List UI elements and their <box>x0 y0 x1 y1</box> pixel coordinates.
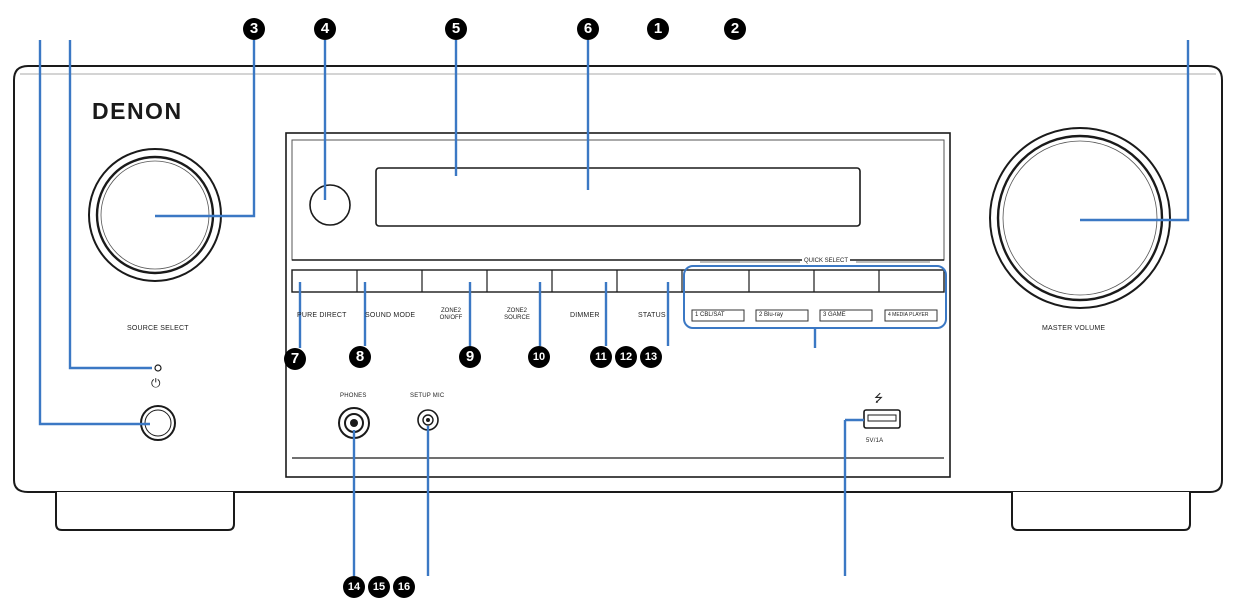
power-icon: ⏻ <box>151 376 161 390</box>
callout-4: 4 <box>314 18 336 40</box>
callout-11: 11 <box>590 346 612 368</box>
quick-select-2: 2 Blu-ray <box>759 312 784 318</box>
label-dimmer: DIMMER <box>570 312 600 319</box>
label-usb-rating: 5V/1A <box>866 438 884 444</box>
label-zone2-source: ZONE2 SOURCE <box>504 308 530 321</box>
label-status: STATUS <box>638 312 666 319</box>
usb-port <box>863 409 901 429</box>
master-volume-knob-outer <box>989 127 1171 309</box>
quick-select-1: 1 CBL/SAT <box>695 312 725 318</box>
callout-13: 13 <box>640 346 662 368</box>
label-phones: PHONES <box>340 393 367 399</box>
display-window <box>375 167 861 227</box>
callout-14: 14 <box>343 576 365 598</box>
brand-logo: DENON <box>92 98 183 124</box>
label-sound-mode: SOUND MODE <box>365 312 416 319</box>
foot-left <box>55 492 235 531</box>
remote-sensor <box>309 184 351 226</box>
callout-lines <box>38 40 1190 576</box>
label-setup-mic: SETUP MIC <box>410 393 445 399</box>
label-master-volume: MASTER VOLUME <box>1042 325 1106 332</box>
quick-select-4: 4 MEDIA PLAYER <box>888 312 929 318</box>
label-source-select: SOURCE SELECT <box>127 325 189 332</box>
quick-select-3: 3 GAME <box>823 312 846 318</box>
callout-15: 15 <box>368 576 390 598</box>
center-panel <box>285 132 951 478</box>
label-quick-select: QUICK SELECT <box>802 258 851 264</box>
callout-16: 16 <box>393 576 415 598</box>
callout-10: 10 <box>528 346 550 368</box>
callout-1: 1 <box>647 18 669 40</box>
label-zone2-onoff: ZONE2 ON/OFF <box>439 308 463 321</box>
callout-7: 7 <box>284 348 306 370</box>
usb-icon: ⭍ <box>874 393 884 405</box>
label-pure-direct: PURE DIRECT <box>297 312 347 319</box>
callout-2: 2 <box>724 18 746 40</box>
callout-6: 6 <box>577 18 599 40</box>
callout-8: 8 <box>349 346 371 368</box>
callout-12: 12 <box>615 346 637 368</box>
foot-right <box>1011 492 1191 531</box>
callout-5: 5 <box>445 18 467 40</box>
receiver-body <box>13 65 1223 493</box>
callout-9: 9 <box>459 346 481 368</box>
power-indicator <box>154 364 162 372</box>
callout-3: 3 <box>243 18 265 40</box>
